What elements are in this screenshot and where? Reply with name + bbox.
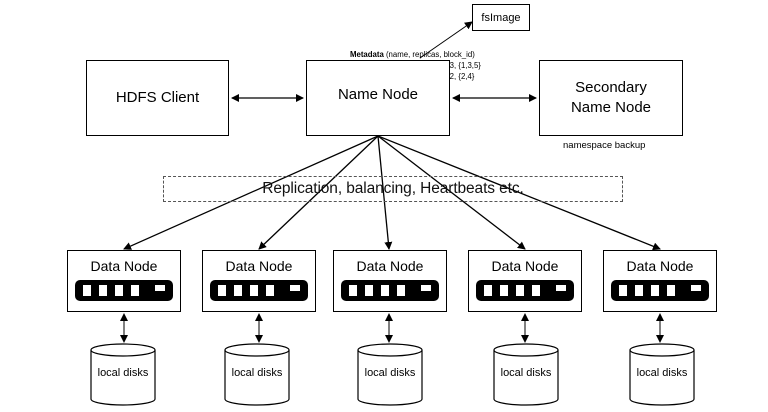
name-node-label: Name Node bbox=[337, 86, 419, 103]
replication-band: Replication, balancing, Heartbeats etc. bbox=[163, 176, 623, 202]
secondary-name-node-label-line2: Name Node bbox=[570, 99, 652, 116]
data-node-box: Data Node bbox=[67, 250, 181, 312]
data-node-box: Data Node bbox=[333, 250, 447, 312]
local-disks-label: local disks bbox=[500, 367, 552, 379]
disk-cylinder-5-icon bbox=[629, 343, 695, 406]
fsimage-box: fsImage bbox=[472, 4, 530, 31]
data-node-label: Data Node bbox=[225, 258, 293, 274]
data-node-box: Data Node bbox=[603, 250, 717, 312]
local-disks-label: local disks bbox=[636, 367, 688, 379]
name-node-box: Name Node bbox=[306, 60, 450, 136]
data-node-label: Data Node bbox=[491, 258, 559, 274]
local-disks-label: local disks bbox=[97, 367, 149, 379]
data-node-box: Data Node bbox=[202, 250, 316, 312]
data-node-box: Data Node bbox=[468, 250, 582, 312]
hdfs-client-label: HDFS Client bbox=[115, 89, 200, 106]
server-rack-icon bbox=[611, 280, 709, 301]
namenode-datanode-1-arrow bbox=[123, 135, 379, 250]
namenode-fsimage-arrow bbox=[419, 21, 473, 59]
disk-cylinder-1-icon bbox=[90, 343, 156, 406]
server-rack-icon bbox=[476, 280, 574, 301]
local-disks-label: local disks bbox=[231, 367, 283, 379]
namenode-datanode-2-arrow bbox=[258, 135, 379, 250]
server-rack-icon bbox=[341, 280, 439, 301]
data-node-label: Data Node bbox=[626, 258, 694, 274]
data-node-label: Data Node bbox=[356, 258, 424, 274]
disk-cylinder-3-icon bbox=[357, 343, 423, 406]
replication-label: Replication, balancing, Heartbeats etc. bbox=[262, 180, 524, 197]
disk-cylinder-4-icon bbox=[493, 343, 559, 406]
fsimage-label: fsImage bbox=[481, 11, 521, 24]
secondary-name-node-label-line1: Secondary bbox=[575, 79, 647, 96]
namenode-datanode-4-arrow bbox=[377, 135, 526, 250]
server-rack-icon bbox=[75, 280, 173, 301]
metadata-title: Metadata bbox=[350, 50, 384, 59]
local-disks-label: local disks bbox=[364, 367, 416, 379]
datanode-disk-arrows bbox=[120, 313, 664, 343]
disk-cylinder-2-icon bbox=[224, 343, 290, 406]
namespace-backup-label: namespace backup bbox=[563, 140, 646, 151]
server-rack-icon bbox=[210, 280, 308, 301]
disk-cylinders bbox=[90, 343, 695, 406]
secondary-name-node-box: Secondary Name Node bbox=[539, 60, 683, 136]
hdfs-client-box: HDFS Client bbox=[86, 60, 229, 136]
namenode-datanode-5-arrow bbox=[377, 135, 661, 251]
namenode-datanode-3-arrow bbox=[377, 135, 393, 250]
data-node-label: Data Node bbox=[90, 258, 158, 274]
metadata-fields: (name, replicas, block_id) bbox=[383, 50, 475, 59]
